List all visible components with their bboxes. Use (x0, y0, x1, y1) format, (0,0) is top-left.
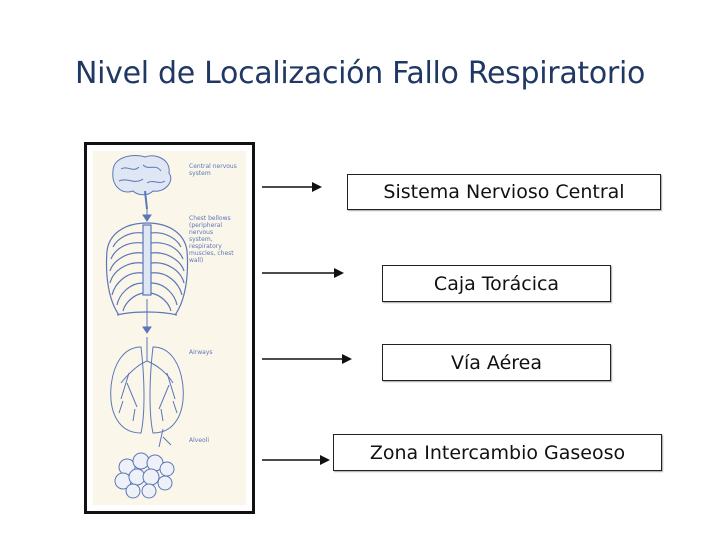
anatomy-drawing (105, 155, 189, 499)
lungs-illustration (110, 337, 184, 434)
label-central-nervous-system: Central nervous system (189, 163, 237, 177)
arrow-to-box-2 (262, 268, 344, 278)
label-chest-bellows: Chest bellows (peripheral nervous system… (189, 215, 246, 264)
label-line: Chest bellows (189, 215, 231, 222)
label-line: Airways (189, 349, 213, 356)
brain-illustration (112, 155, 172, 210)
arrow-to-box-3 (262, 354, 352, 364)
label-alveoli: Alveoli (189, 437, 209, 444)
label-airways: Airways (189, 349, 213, 356)
chest-arrow (142, 299, 152, 334)
arrow-to-box-4 (262, 455, 330, 465)
rib-cage-illustration (105, 222, 189, 316)
box-caja-toracica: Caja Torácica (382, 265, 611, 302)
figure-background: Central nervous system Chest bellows (pe… (93, 151, 246, 505)
respiratory-system-figure: Central nervous system Chest bellows (pe… (84, 142, 255, 514)
box-via-aerea: Vía Aérea (382, 344, 611, 381)
label-line: system, respiratory (189, 236, 222, 250)
arrow-to-box-1 (262, 182, 322, 192)
label-line: Alveoli (189, 437, 210, 444)
nerve-arrow (142, 209, 152, 222)
label-line: Central nervous (189, 163, 237, 170)
alveoli-illustration (114, 428, 175, 499)
label-line: muscles, chest wall) (189, 250, 234, 264)
box-sistema-nervioso-central: Sistema Nervioso Central (347, 174, 661, 210)
box-zona-intercambio-gaseoso: Zona Intercambio Gaseoso (333, 434, 662, 471)
label-line: (peripheral nervous (189, 222, 223, 236)
label-line: system (189, 170, 211, 177)
slide-title: Nivel de Localización Fallo Respiratorio (74, 56, 646, 91)
